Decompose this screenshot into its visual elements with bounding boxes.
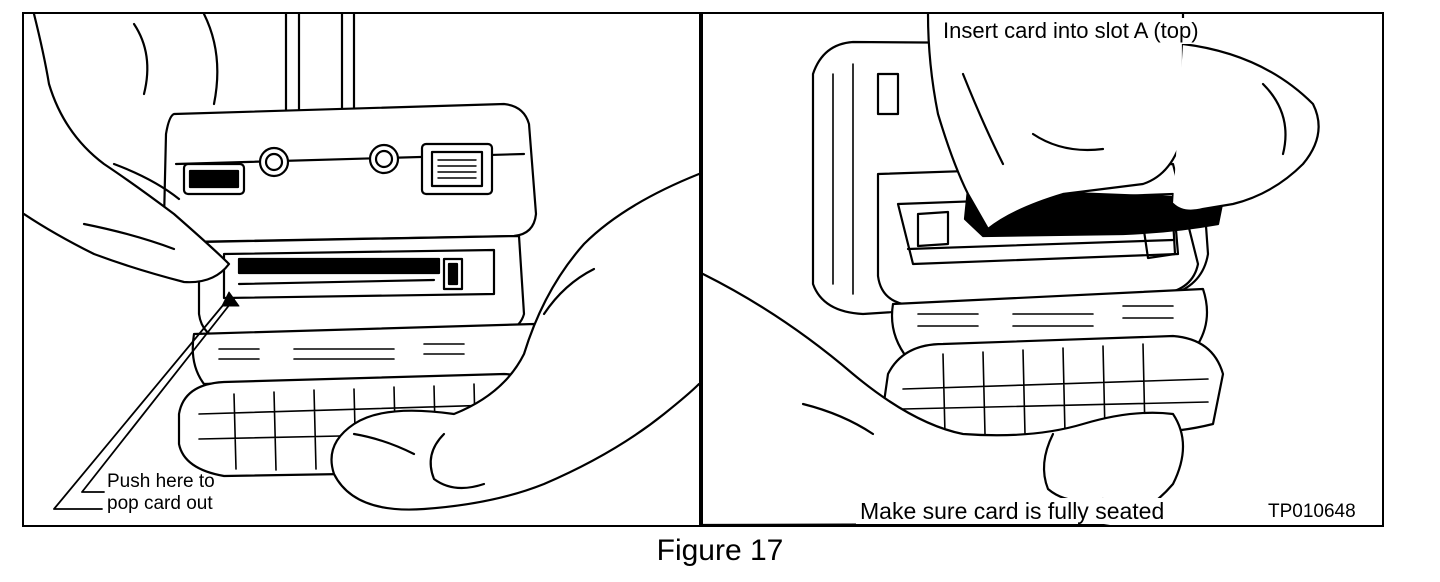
insert-instruction-label: Insert card into slot A (top)	[939, 18, 1203, 44]
reference-code: TP010648	[1268, 501, 1356, 522]
figure-caption: Figure 17	[656, 534, 784, 567]
device-eject-illustration	[24, 14, 699, 511]
eject-callout-line-1: Push here to	[107, 471, 215, 492]
figure-frame: Push here to pop card out	[22, 12, 1384, 527]
left-illustration-panel: Push here to pop card out	[24, 14, 699, 525]
seat-instruction-label: Make sure card is fully seated	[856, 498, 1169, 524]
device-insert-illustration	[703, 14, 1320, 525]
panel-divider	[699, 14, 703, 525]
right-illustration-panel: Insert card into slot A (top) Make sure …	[703, 14, 1382, 525]
eject-callout-line-2: pop card out	[107, 493, 213, 514]
eject-callout-label: Push here to pop card out	[107, 471, 215, 515]
